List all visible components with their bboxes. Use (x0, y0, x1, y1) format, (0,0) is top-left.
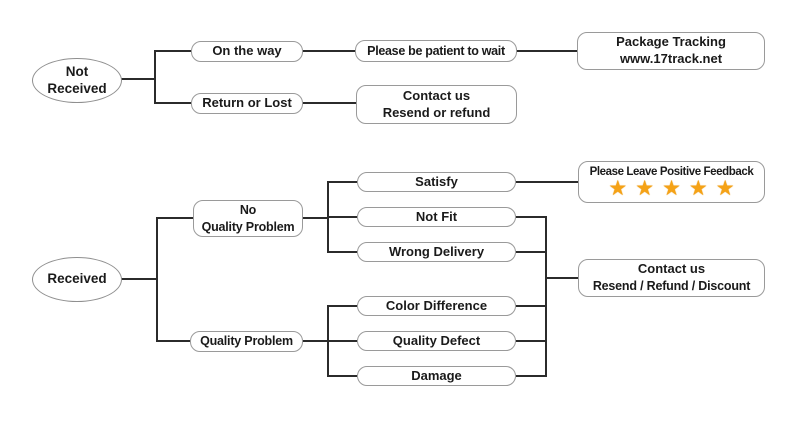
connector-line (328, 340, 357, 342)
feedback-title: Please Leave Positive Feedback (589, 166, 754, 178)
node-label: Received (47, 80, 107, 96)
node-please-be-patient: Please be patient to wait (355, 40, 517, 62)
connector-line (516, 216, 546, 218)
node-wrong-delivery: Wrong Delivery (357, 242, 516, 262)
connector-line (157, 340, 190, 342)
connector-line (303, 102, 356, 104)
node-label: On the way (212, 43, 282, 59)
connector-line (516, 181, 578, 183)
node-return-or-lost: Return or Lost (191, 93, 303, 114)
node-label: Not (65, 63, 89, 79)
node-label: Resend / Refund / Discount (592, 279, 751, 294)
node-label: Resend or refund (382, 104, 491, 120)
node-label: Satisfy (415, 173, 458, 189)
connector-line (545, 216, 547, 377)
node-package-tracking: Package Tracking www.17track.net (577, 32, 765, 70)
star-icon: ★ (608, 177, 628, 200)
node-on-the-way: On the way (191, 41, 303, 62)
connector-line (328, 375, 357, 377)
node-label: Contact us (402, 87, 471, 103)
connector-line (154, 50, 156, 104)
node-label: Contact us (637, 261, 706, 277)
node-positive-feedback: Please Leave Positive Feedback ★ ★ ★ ★ ★ (578, 161, 765, 203)
node-label: Wrong Delivery (388, 243, 485, 259)
node-satisfy: Satisfy (357, 172, 516, 192)
node-quality-defect: Quality Defect (357, 331, 516, 351)
connector-line (516, 305, 546, 307)
node-no-quality-problem: No Quality Problem (193, 200, 303, 237)
node-not-received: Not Received (32, 58, 122, 103)
node-label: Please be patient to wait (367, 43, 505, 58)
five-star-rating: ★ ★ ★ ★ ★ (608, 178, 734, 200)
connector-line (121, 278, 157, 280)
connector-line (303, 340, 328, 342)
connector-line (155, 50, 191, 52)
connector-line (328, 181, 357, 183)
connector-line (516, 375, 546, 377)
node-label: Not Fit (415, 208, 458, 224)
node-label: Return or Lost (202, 95, 292, 111)
node-label: Color Difference (385, 297, 488, 313)
connector-line (303, 50, 355, 52)
connector-line (121, 78, 155, 80)
node-contact-resend-refund-discount: Contact us Resend / Refund / Discount (578, 259, 765, 297)
node-label: No (239, 203, 257, 218)
star-icon: ★ (662, 177, 681, 200)
connector-line (328, 216, 357, 218)
node-label: Received (47, 271, 107, 287)
node-color-difference: Color Difference (357, 296, 516, 316)
star-icon: ★ (688, 177, 708, 200)
node-label: Quality Defect (392, 332, 481, 348)
connector-line (516, 251, 546, 253)
connector-line (303, 217, 328, 219)
star-icon: ★ (715, 177, 735, 200)
tracking-url: www.17track.net (619, 51, 723, 66)
connector-line (328, 305, 357, 307)
node-label: Quality Problem (200, 334, 293, 349)
connector-line (328, 251, 357, 253)
node-label: Damage (411, 367, 462, 383)
node-not-fit: Not Fit (357, 207, 516, 227)
connector-line (155, 102, 191, 104)
connector-line (517, 50, 577, 52)
node-contact-resend-refund: Contact us Resend or refund (356, 85, 517, 124)
connector-line (516, 340, 546, 342)
node-quality-problem: Quality Problem (190, 331, 303, 352)
connector-line (156, 217, 158, 342)
node-damage: Damage (357, 366, 516, 386)
star-icon: ★ (635, 177, 655, 200)
node-label: Quality Problem (201, 219, 295, 234)
connector-line (157, 217, 193, 219)
connector-line (546, 277, 578, 279)
node-label: Package Tracking (616, 34, 726, 50)
node-received: Received (32, 257, 122, 302)
